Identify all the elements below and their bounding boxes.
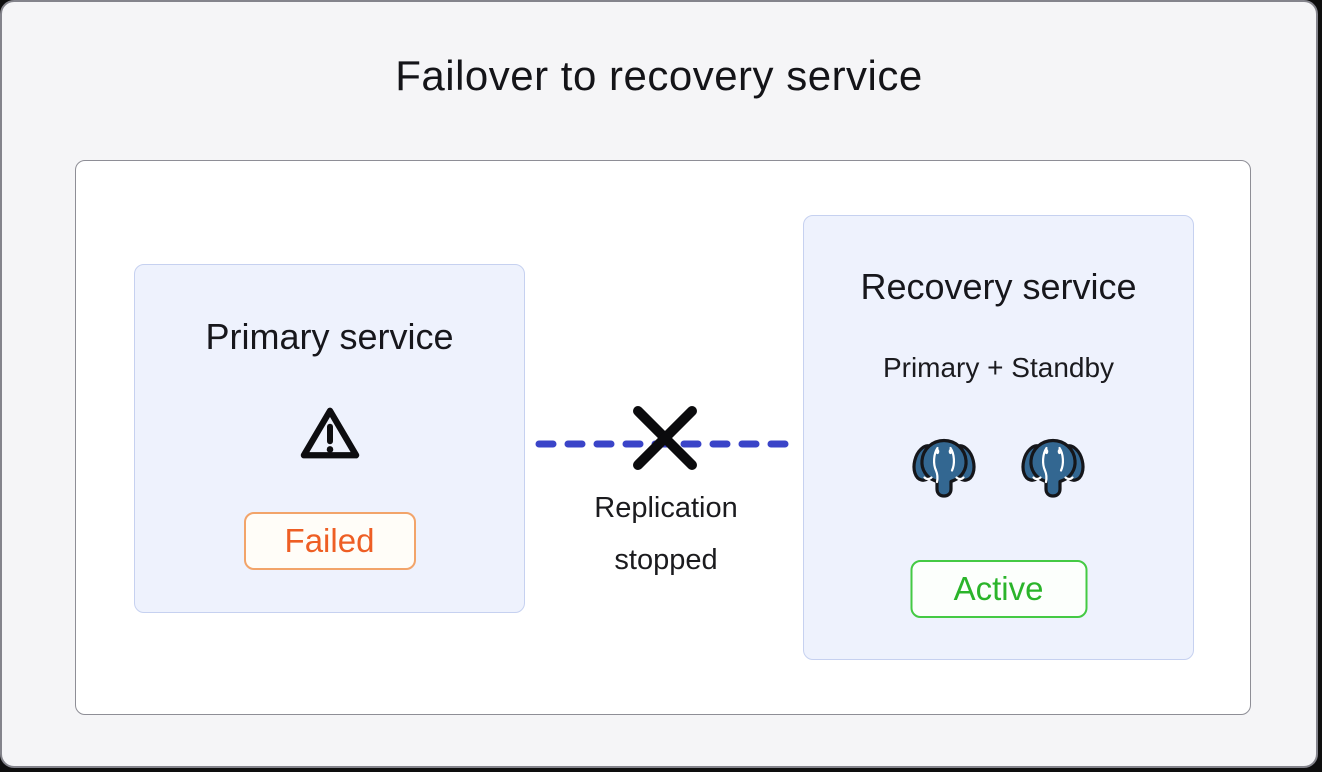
- primary-service-title: Primary service: [205, 316, 454, 357]
- diagram-panel: Primary service Failed Replication stop: [75, 160, 1251, 715]
- postgresql-elephant-icon: [912, 437, 976, 504]
- recovery-service-subtitle: Primary + Standby: [882, 352, 1115, 383]
- postgres-instances-row: [804, 437, 1193, 504]
- replication-stopped-x-icon: [628, 401, 702, 480]
- primary-service-box: Primary service Failed: [134, 264, 525, 613]
- replication-stopped-label: Replication stopped: [594, 492, 738, 576]
- recovery-service-title: Recovery service: [860, 266, 1137, 307]
- failed-status-badge: Failed: [243, 512, 416, 570]
- warning-triangle-icon: [299, 405, 361, 468]
- active-status-badge: Active: [910, 560, 1087, 618]
- recovery-service-box: Recovery service Primary + Standby: [803, 215, 1194, 660]
- diagram-title: Failover to recovery service: [395, 52, 923, 99]
- postgresql-elephant-icon: [1021, 437, 1085, 504]
